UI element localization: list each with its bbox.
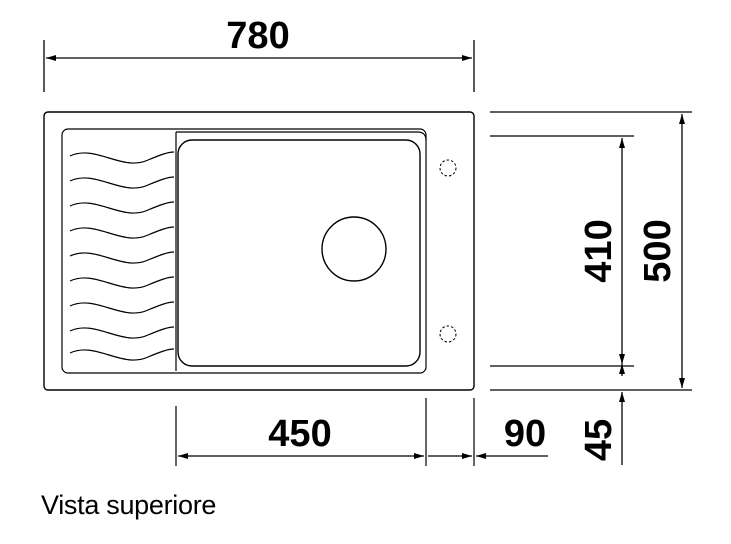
sink-outline [43, 111, 475, 391]
groove-1 [69, 151, 175, 164]
label-bowl-width: 450 [268, 413, 331, 455]
bowl-outline [177, 139, 421, 367]
groove-2 [69, 176, 175, 189]
label-deck-width: 90 [504, 413, 546, 455]
groove-7 [69, 301, 175, 314]
tap-hole-top [439, 159, 457, 177]
groove-8 [69, 326, 175, 339]
view-caption: Vista superiore [41, 490, 217, 520]
label-bottom-offset: 45 [578, 419, 620, 461]
label-overall-depth: 500 [637, 219, 679, 282]
groove-6 [69, 276, 175, 289]
drainboard-inner-outline [61, 128, 427, 374]
groove-4 [69, 226, 175, 239]
groove-9 [69, 348, 175, 361]
groove-5 [69, 251, 175, 264]
label-bowl-depth: 410 [578, 219, 620, 282]
bowl-rim [175, 131, 427, 371]
label-overall-width: 780 [226, 15, 289, 57]
groove-3 [69, 201, 175, 214]
drainboard-grooves [69, 151, 175, 361]
drain-circle [321, 216, 387, 282]
tap-hole-bottom [439, 325, 457, 343]
